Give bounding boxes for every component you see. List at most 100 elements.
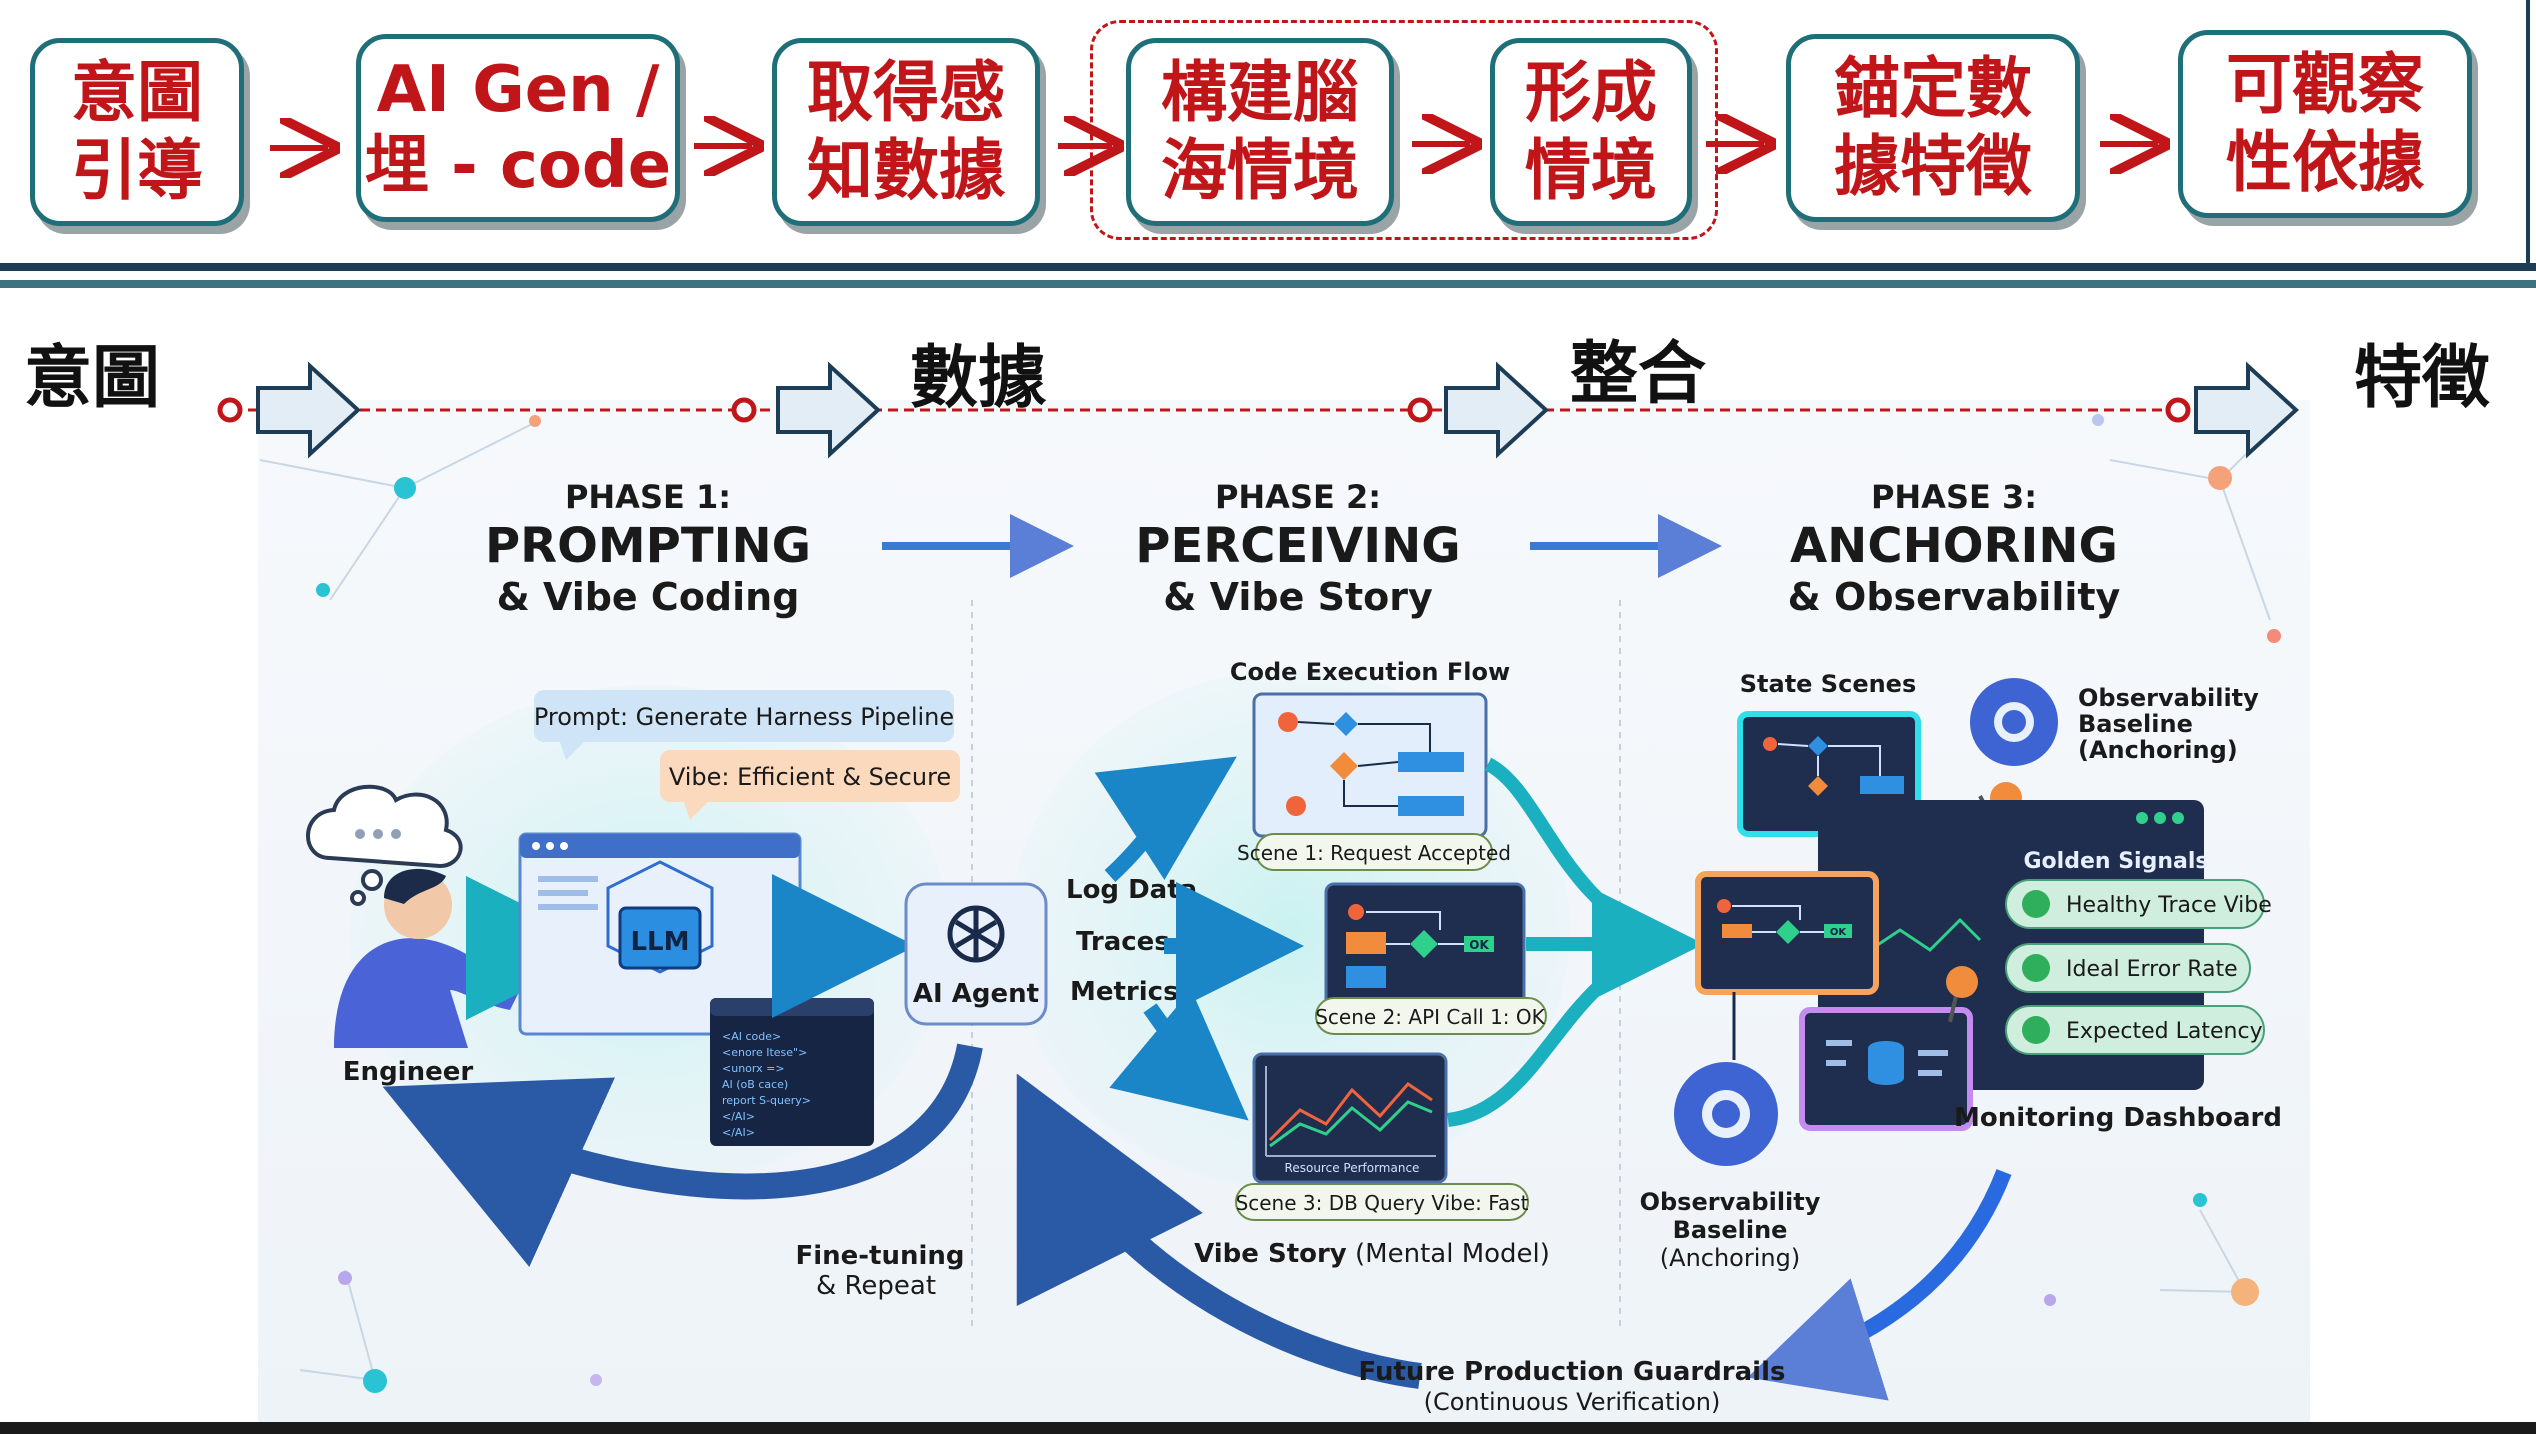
engineer-label: Engineer <box>343 1057 474 1087</box>
golden-signal-1: Healthy Trace Vibe <box>2005 879 2272 929</box>
golden-signal-3-text: Expected Latency <box>2066 1019 2263 1044</box>
gear-icon-bottom <box>1674 1062 1778 1166</box>
thumbs-up-icon <box>2022 890 2050 918</box>
phase-2-kicker: PHASE 2: <box>1215 478 1381 516</box>
flow-arrows <box>270 0 2536 260</box>
phase-2-title: PERCEIVING <box>1135 518 1460 574</box>
agent-arrow-down <box>1109 989 1249 1121</box>
ai-agent-node: AI Agent <box>904 882 1048 1026</box>
timeline-block-arrow-4 <box>2194 361 2299 459</box>
finetune-loop-arrow <box>382 1043 983 1267</box>
stage-label-data: 數據 <box>910 339 1047 418</box>
obs-bottom-line-2: Baseline <box>1673 1216 1788 1244</box>
llm-chip-icon <box>618 906 702 970</box>
scene-2-card: OK <box>1324 882 1526 1010</box>
agent-output-log: Log Data <box>1066 875 1197 905</box>
guardrails-sub: (Continuous Verification) <box>1424 1388 1721 1416</box>
ai-agent-label: AI Agent <box>913 979 1039 1009</box>
vibe-bubble: Vibe: Efficient & Secure <box>660 750 960 820</box>
golden-signal-1-text: Healthy Trace Vibe <box>2066 893 2272 918</box>
timeline-block-arrow-3 <box>1444 361 1549 459</box>
scene-1-label: Scene 1: Request Accepted <box>1237 841 1511 865</box>
phase-2-subtitle: & Vibe Story <box>1163 575 1433 619</box>
stage-label-intent: 意圖 <box>24 339 161 418</box>
resource-label: Resource Performance <box>1285 1161 1420 1175</box>
phase-1-kicker: PHASE 1: <box>565 478 731 516</box>
integration-flows <box>1447 757 1704 1127</box>
phase-3-header: PHASE 3: ANCHORING & Observability <box>1788 478 2121 619</box>
thumbs-up-icon <box>2022 954 2050 982</box>
state-mid-ok-badge: OK <box>1830 927 1848 938</box>
network-decoration <box>259 419 2281 1381</box>
flow-step-form-scene: 形成 情境 <box>1490 38 1692 226</box>
divider-teal <box>0 280 2536 288</box>
obs-bottom-line-1: Observability <box>1640 1188 1821 1216</box>
scene-3-card: Resource Performance <box>1252 1052 1448 1184</box>
flow-step-acquire-data: 取得感 知數據 <box>772 38 1040 226</box>
phase-1-header: PHASE 1: PROMPTING & Vibe Coding <box>485 478 811 619</box>
flow-step-ai-gen: AI Gen / 埋 - code <box>356 34 680 222</box>
guardrails-return-arrow <box>1016 1073 1422 1389</box>
scene-1-card <box>1252 692 1488 838</box>
golden-signal-2-text: Ideal Error Rate <box>2066 957 2238 982</box>
stage-label-integrate: 整合 <box>1570 335 1707 414</box>
llm-label: LLM <box>630 927 689 957</box>
flow-step-observability-basis: 可觀察 性依據 <box>2178 30 2472 218</box>
timeline-block-arrow-1 <box>256 361 361 459</box>
code-window: <AI code> <enore Itese"> <unorx => AI (o… <box>710 998 874 1146</box>
database-icon <box>1868 1041 1904 1085</box>
state-scene-card-bottom <box>1799 1007 1973 1131</box>
obs-bottom-label: Observability Baseline (Anchoring) <box>1640 1188 1821 1272</box>
timeline-block-arrow-2 <box>776 361 881 459</box>
flow-step-anchor-features: 錨定數 據特徵 <box>1786 34 2080 222</box>
scene-3-label: Scene 3: DB Query Vibe: Fast <box>1236 1191 1529 1215</box>
agent-output-metrics: Metrics <box>1070 977 1179 1007</box>
state-scene-card-mid: OK <box>1695 871 1879 995</box>
network-nodes <box>316 414 2281 1393</box>
flow-step-build-scene: 構建腦 海情境 <box>1126 38 1394 226</box>
guardrails-arrow <box>1747 1169 2012 1401</box>
prompt-bubble-text: Prompt: Generate Harness Pipeline <box>534 703 954 731</box>
golden-signal-3: Expected Latency <box>2005 1005 2265 1055</box>
code-line-5: report S-query> <box>722 1094 811 1107</box>
finetune-title: Fine-tuning <box>795 1241 964 1271</box>
agent-arrow-up <box>1094 756 1237 882</box>
gear-icon-top <box>1970 678 2058 766</box>
code-line-6: </AI> <box>722 1110 755 1123</box>
agent-output-traces: Traces <box>1076 927 1170 957</box>
phase-3-subtitle: & Observability <box>1788 575 2121 619</box>
golden-signals-label: Golden Signals <box>2024 849 2209 874</box>
thumbs-up-icon <box>2022 1016 2050 1044</box>
golden-signal-2: Ideal Error Rate <box>2005 943 2251 993</box>
code-line-1: <AI code> <box>722 1030 781 1043</box>
code-line-3: <unorx => <box>722 1062 785 1075</box>
scene-2-ok-badge: OK <box>1469 938 1489 952</box>
prompt-bubble: Prompt: Generate Harness Pipeline <box>534 690 954 760</box>
flow-step-intent-guide: 意圖 引導 <box>30 38 244 226</box>
divider-dark <box>0 263 2536 271</box>
phase-2-header: PHASE 2: PERCEIVING & Vibe Story <box>1135 478 1460 619</box>
pin-icon-bottom <box>1946 966 1978 1023</box>
state-scenes-label: State Scenes <box>1740 670 1917 698</box>
phase-3-kicker: PHASE 3: <box>1871 478 2037 516</box>
bottom-edge-bar <box>0 1422 2536 1434</box>
vibe-story-rest: (Mental Model) <box>1347 1239 1550 1269</box>
ai-agent-icon <box>947 905 1005 963</box>
stage-label-feature: 特徵 <box>2354 339 2491 418</box>
monitoring-dashboard-label: Monitoring Dashboard <box>1954 1103 2282 1133</box>
frame-edge <box>2526 0 2530 270</box>
stage-timeline <box>217 361 2299 459</box>
code-line-2: <enore Itese"> <box>722 1046 807 1059</box>
code-line-7: </AI> <box>722 1126 755 1139</box>
vibe-story-bold: Vibe Story <box>1194 1239 1347 1269</box>
vibe-bubble-text: Vibe: Efficient & Secure <box>669 763 951 791</box>
code-line-4: AI (oB cace) <box>722 1078 788 1091</box>
llm-window: LLM <box>518 832 802 1036</box>
phase-1-subtitle: & Vibe Coding <box>497 575 800 619</box>
obs-top-label: Observability Baseline (Anchoring) <box>2078 684 2259 764</box>
obs-top-line-3: (Anchoring) <box>2078 736 2238 764</box>
guardrails-title: Future Production Guardrails <box>1359 1357 1786 1387</box>
scene-2-label: Scene 2: API Call 1: OK <box>1315 1005 1545 1029</box>
code-flow-title: Code Execution Flow <box>1230 658 1510 686</box>
